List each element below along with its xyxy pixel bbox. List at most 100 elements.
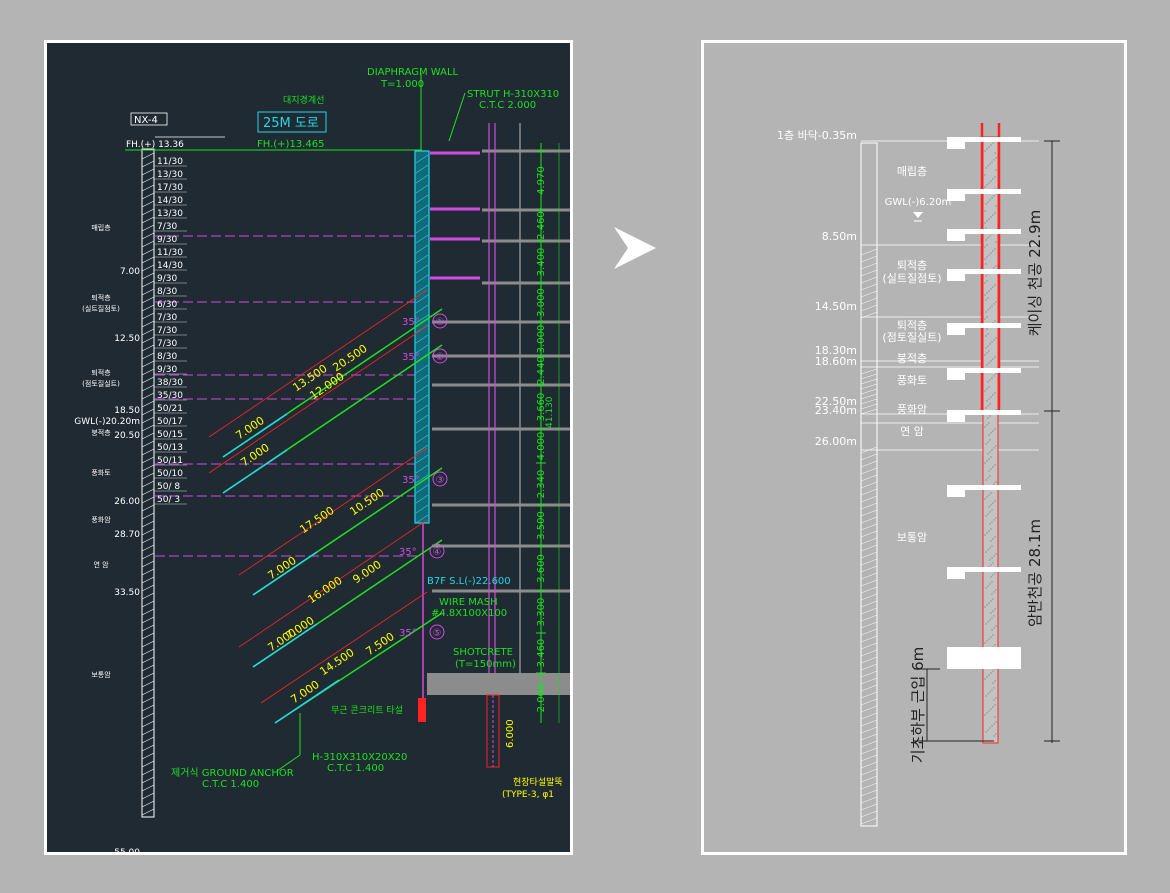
dimension-value: 3.300 [536,598,547,627]
layer-label: 연 암 [900,425,924,438]
layer-boundaries [861,140,1039,451]
gwl-label: GWL(-)6.20m [885,197,952,208]
h-beam-label: H-310X310X20X20 [312,752,407,763]
dimension-value: 3.000 [536,325,547,354]
cad-section-panel: DIAPHRAGM WALL T=1.000 STRUT H-310X310 C… [44,40,573,855]
depth-label: 7.00 [120,267,140,277]
pile-length: 6.000 [505,719,516,748]
layer-label: 매립층 [91,223,111,232]
layer-label: 풍화암 [897,403,927,416]
layer-label: 풍화토 [91,469,111,477]
depth-label: GWL(-)20.20m [74,417,140,427]
spt-value: 9/30 [157,235,177,245]
b7f-level: B7F S.L(-)22.600 [427,576,511,587]
casing-dimension: 케이싱 천공 22.9m [1026,210,1044,337]
dimension-value: 2.000 [536,684,547,713]
anchor-number: ① [436,317,445,328]
spt-value: 7/30 [157,326,177,336]
depth-label: 26.00 [114,497,140,507]
spt-value: 9/30 [157,274,177,284]
ground-level: FH.(+) 13.36 [126,140,184,150]
anchor-free-length: 20.500 [330,342,369,374]
pile-note: 현장타설말뚝 [513,776,563,788]
layer-label: (점토질실트) [82,379,120,388]
anchor-angle: 35° [402,475,420,486]
depth-label: 22.50m [815,395,857,408]
dimension-value: 4.000 [536,432,547,461]
boundary-label: 대지경계선 [283,94,324,106]
anchor-free-length: 16.000 [305,574,344,606]
depth-label: 1층 바닥-0.35m [777,129,857,142]
layer-label: 보통암 [897,531,927,544]
spt-value: 50/11 [157,456,183,466]
dimension-values: 4.9702.4603.4003.0003.0002.4403.6604.000… [536,150,547,713]
road-level: FH.(+)13.465 [257,139,324,150]
ground-anchor-ctc: C.T.C 1.400 [202,779,259,790]
layer-label: 풍화암 [91,516,111,524]
spt-value: 50/15 [157,430,183,440]
spt-value: 50/ 8 [157,482,180,492]
strut-ctc: C.T.C 2.000 [479,100,536,111]
layer-label: 붕적층 [91,428,111,437]
borehole-column [141,148,155,818]
dimension-value: 4.970 [536,166,547,195]
layer-label: 풍화토 [897,374,927,387]
dimension-value: 3.660 [536,393,547,422]
depth-label: 26.00m [815,435,857,448]
spt-value: 50/21 [157,404,183,414]
simplified-drawing: 1층 바닥-0.35m8.50m14.50m18.30m18.60m22.50m… [777,123,1060,827]
spt-value: 50/10 [157,469,183,479]
spt-value: 6/30 [157,300,177,310]
mat-foundation [427,673,570,695]
spt-value: 50/13 [157,443,183,453]
spt-values: 11/3013/3017/3014/3013/307/309/3011/3014… [154,157,187,505]
layer-label: 퇴적층 [897,259,927,272]
ground-anchors [208,289,443,724]
dimension-value: 3.600 [536,554,547,583]
diaphragm-wall-label: DIAPHRAGM WALL [367,67,459,78]
shotcrete-thickness: (T=150mm) [455,659,516,670]
anchor-number: ③ [436,475,445,486]
depth-label: 18.30m [815,344,857,357]
road-label: 25M 도로 [263,116,319,131]
dimension-value: 2.340 [536,470,547,499]
cad-drawing: DIAPHRAGM WALL T=1.000 STRUT H-310X310 C… [74,67,570,852]
anchor-bond-length: 10.500 [347,486,386,518]
layer-label: 붕적층 [897,352,927,365]
depth-label: 14.50m [815,300,857,313]
spt-value: 11/30 [157,157,183,167]
depth-label: 55.00 [114,848,140,852]
anchor-angle: 35° [399,547,417,558]
depth-labels: 1층 바닥-0.35m8.50m14.50m18.30m18.60m22.50m… [777,129,857,448]
anchor-free-length: 17.500 [297,504,336,536]
wire-mesh-label: WIRE MASH [439,597,498,608]
depth-label: 28.70 [114,530,140,540]
h-beam-ctc: C.T.C 1.400 [327,763,384,774]
layer-label: 연 암 [93,561,109,569]
spt-value: 8/30 [157,352,177,362]
spt-value: 17/30 [157,183,183,193]
pile-type: (TYPE-3, φ1 [502,790,554,800]
dimension-value: 3.400 [536,248,547,277]
anchor-angle: 35° [399,628,417,639]
dimension-total: 41.130 [545,396,555,428]
depth-label: 12.50 [114,334,140,344]
depth-label: 18.60m [815,355,857,368]
layer-label: (점토질실트) [882,331,941,344]
spt-value: 13/30 [157,170,183,180]
spt-value: 8/30 [157,287,177,297]
spt-value: 13/30 [157,209,183,219]
depth-label: 33.50 [114,588,140,598]
anchor-angle: 35° [402,317,420,328]
dimension-value: 2.440 [536,356,547,385]
concrete-label: 무근 콘크리트 타설 [331,705,403,716]
base-embed-dimension: 기초하부 근입 6m [909,647,927,764]
spt-value: 9/30 [157,365,177,375]
spt-value: 14/30 [157,261,183,271]
arrow-right-icon [614,227,656,269]
anchor-number: ⑤ [433,628,442,639]
spt-value: 35/30 [157,391,183,401]
depth-label: 18.50 [114,406,140,416]
